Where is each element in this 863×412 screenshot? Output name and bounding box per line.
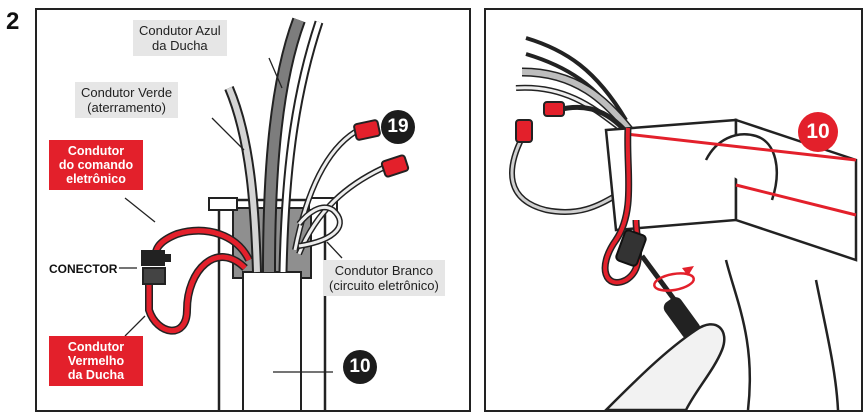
label-condutor-branco: Condutor Branco (circuito eletrônico) [323, 260, 445, 296]
label-condutor-azul: Condutor Azul da Ducha [133, 20, 227, 56]
badge-part-19: 19 [381, 110, 415, 144]
label-condutor-verde: Condutor Verde (aterramento) [75, 82, 178, 118]
left-panel: Condutor Azul da Ducha Condutor Verde (a… [35, 8, 471, 412]
badge-part-10-right: 10 [798, 112, 838, 152]
instruction-figure: 2 [0, 0, 863, 401]
right-panel: 10 [484, 8, 863, 412]
step-number: 2 [6, 8, 19, 36]
badge-part-10: 10 [343, 350, 377, 384]
label-conector: CONECTOR [49, 262, 117, 276]
assembly-illustration [486, 10, 861, 410]
label-condutor-vermelho: Condutor Vermelho da Ducha [49, 336, 143, 386]
label-condutor-comando: Condutor do comando eletrônico [49, 140, 143, 190]
